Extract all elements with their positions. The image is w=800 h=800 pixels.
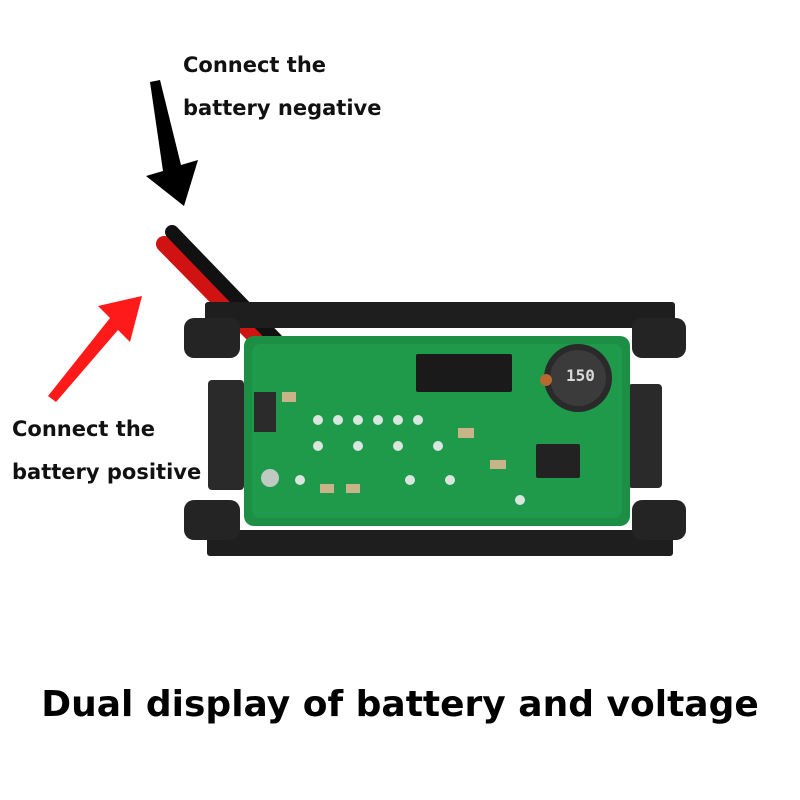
negative-label: Connect the battery negative bbox=[183, 44, 381, 130]
black-arrow-icon bbox=[146, 80, 198, 206]
red-arrow-icon bbox=[48, 296, 142, 402]
inductor-marking: 150 bbox=[566, 366, 595, 385]
meter-housing bbox=[184, 302, 686, 556]
positive-label-line1: Connect the bbox=[12, 417, 156, 441]
positive-label: Connect the battery positive bbox=[12, 408, 201, 494]
inductor bbox=[540, 344, 612, 412]
negative-label-line1: Connect the bbox=[183, 53, 327, 77]
pcb-board bbox=[244, 336, 630, 526]
negative-label-line2: battery negative bbox=[183, 96, 382, 120]
caption: Dual display of battery and voltage bbox=[41, 684, 759, 725]
positive-label-line2: battery positive bbox=[12, 460, 202, 484]
